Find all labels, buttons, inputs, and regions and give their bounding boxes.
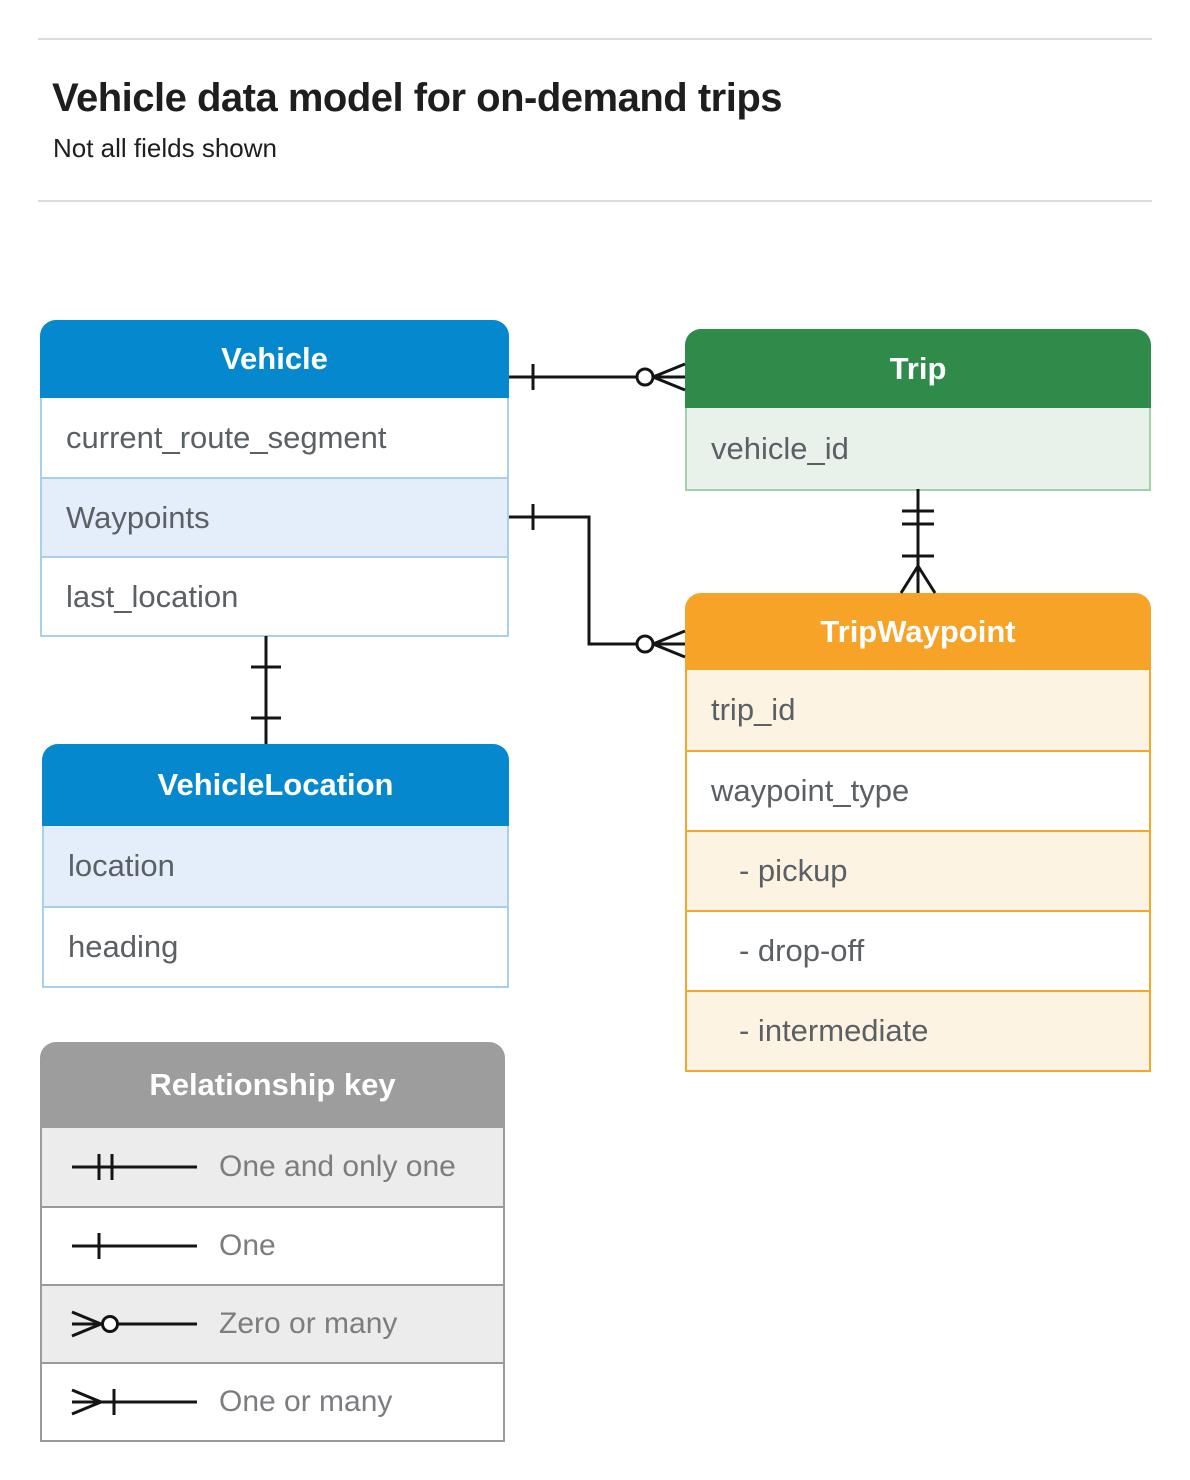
entity-table-trip: Trip vehicle_id [685,329,1151,491]
connector-waypoints-tripwaypoint [509,504,686,659]
entity-title-tripwaypoint: TripWaypoint [685,593,1151,670]
connector-vehicle-trip [509,362,686,392]
relationship-key-body: One and only one One Zero or many One or… [40,1128,505,1442]
legend-row-one: One [42,1206,503,1284]
entity-table-tripwaypoint: TripWaypoint trip_id waypoint_type - pic… [685,593,1151,1072]
zero-or-many-symbol [71,1310,197,1338]
top-divider [38,38,1152,40]
legend-row-one-or-many: One or many [42,1362,503,1440]
field-last-location: last_location [42,556,507,635]
field-waypoint-type: waypoint_type [687,750,1149,830]
relationship-key-title: Relationship key [40,1042,505,1128]
one-symbol [72,1233,197,1259]
entity-body-vehiclelocation: location heading [42,826,509,988]
legend-row-one-and-only-one: One and only one [42,1128,503,1206]
entity-table-vehiclelocation: VehicleLocation location heading [42,744,509,988]
entity-body-vehicle: current_route_segment Waypoints last_loc… [40,398,509,637]
legend-label: One or many [219,1385,393,1418]
entity-title-vehicle: Vehicle [40,320,509,398]
field-trip-id: trip_id [687,670,1149,750]
legend-label: Zero or many [219,1307,398,1340]
legend-row-zero-or-many: Zero or many [42,1284,503,1362]
field-drop-off: - drop-off [687,910,1149,990]
entity-body-trip: vehicle_id [685,408,1151,491]
field-location: location [44,826,507,906]
field-waypoints: Waypoints [42,477,507,556]
entity-body-tripwaypoint: trip_id waypoint_type - pickup - drop-of… [685,670,1151,1072]
legend-label: One and only one [219,1150,456,1183]
entity-table-vehicle: Vehicle current_route_segment Waypoints … [40,320,509,637]
field-pickup: - pickup [687,830,1149,910]
relationship-key: Relationship key One and only one One Ze… [40,1042,505,1442]
header-divider [38,200,1152,202]
page-subtitle: Not all fields shown [53,133,277,163]
legend-label: One [219,1229,276,1262]
one-and-only-one-symbol [72,1154,197,1180]
connector-trip-tripwaypoint [899,489,937,594]
field-heading: heading [44,906,507,986]
one-or-many-symbol [71,1388,197,1416]
connector-vehicle-vehiclelocation [251,636,281,744]
field-current-route-segment: current_route_segment [66,419,387,455]
entity-title-trip: Trip [685,329,1151,408]
entity-title-vehiclelocation: VehicleLocation [42,744,509,826]
page-title: Vehicle data model for on-demand trips [52,76,783,120]
field-vehicle-id: vehicle_id [687,408,1149,489]
field-intermediate: - intermediate [687,990,1149,1070]
